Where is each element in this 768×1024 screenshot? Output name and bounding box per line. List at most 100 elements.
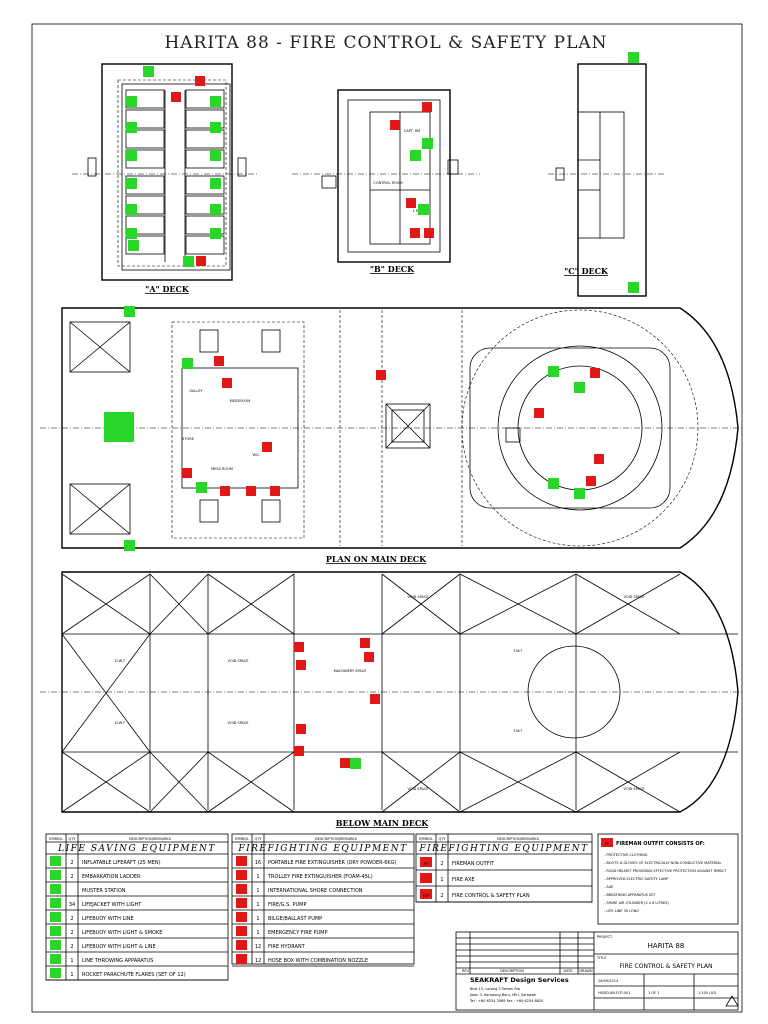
lse-title: LIFE SAVING EQUIPMENT <box>57 844 216 854</box>
note-item: - SPARE AIR CYLINDER (2 x 6 LITRES) <box>604 901 669 905</box>
ffe1-symbol-icon <box>236 898 247 908</box>
fire-extinguisher-icon <box>424 228 434 238</box>
ffe1-symbol-icon <box>236 912 247 922</box>
lse-symbol-icon <box>50 870 61 880</box>
tb-drawing-title: FIRE CONTROL & SAFETY PLAN <box>619 963 712 970</box>
ffe1-qty: 12 <box>255 944 261 950</box>
ffe1-desc: FIRE/G.S. PUMP <box>268 902 307 908</box>
c-deck-plan: "C" DECK <box>548 63 666 297</box>
b-deck-plan: CAPT. RM CONTROL ROOM 1 MAN "B" DECK <box>292 89 480 274</box>
lifejacket-icon <box>548 366 559 377</box>
lifejacket-icon <box>126 122 137 133</box>
col-desc-2: DESCRIPTION/REMARKS <box>315 837 358 841</box>
fire-extinguisher-icon <box>340 758 350 768</box>
lse-symbol-icon <box>50 926 61 936</box>
room-dwt-1: D.W.T <box>115 659 126 663</box>
legend-firefighting-1: SYMBOL QTY DESCRIPTION/REMARKS FIREFIGHT… <box>231 833 415 967</box>
ffe2-sym-text: FCP <box>423 894 430 898</box>
fire-extinguisher-icon <box>171 92 181 102</box>
ffe1-qty: 1 <box>256 916 259 922</box>
void-cross <box>459 751 577 813</box>
lifejacket-icon <box>182 358 193 369</box>
ffe1-desc: EMERGENCY FIRE PUMP <box>268 930 328 936</box>
lifejacket-icon <box>210 228 221 239</box>
void-cross <box>381 751 461 813</box>
ffe2-symbol-icon <box>420 889 432 899</box>
lifejacket-icon <box>210 122 221 133</box>
lifebuoy-icon <box>628 282 639 293</box>
void-cross <box>575 751 681 813</box>
ffe1-symbol-icon <box>236 940 247 950</box>
col-qty-2: QTY <box>254 837 262 841</box>
lse-qty: 1 <box>70 958 73 964</box>
void-cross <box>207 573 295 635</box>
ffe1-symbol-icon <box>236 870 247 880</box>
drawing-title: HARITA 88 - FIRE CONTROL & SAFETY PLAN <box>164 33 607 53</box>
lifejacket-icon <box>210 96 221 107</box>
lifejacket-icon <box>574 488 585 499</box>
cabin <box>125 109 165 129</box>
cabin <box>185 149 225 169</box>
lse-qty: 2 <box>70 944 73 950</box>
room-fwt: F.W.T <box>514 649 524 653</box>
note-item: - APPROVED ELECTRIC SAFETY LAMP <box>604 877 668 881</box>
ffe2-symbol-icon <box>420 873 432 883</box>
ffe1-symbol-icon <box>236 856 247 866</box>
void-cross <box>61 751 151 813</box>
fire-extinguisher-icon <box>534 408 544 418</box>
main-deck-plan: GALLEY MESSROOM MESS ROOM W/C STORE PLAN… <box>40 307 744 564</box>
note-item: - BOOTS & GLOVES OF ELECTRICALLY NON-CON… <box>604 861 722 865</box>
tb-sheet: 1 OF 1 <box>648 991 659 995</box>
lifejacket-icon <box>196 482 207 493</box>
lifejacket-icon <box>126 204 137 215</box>
note-item: - LIFE LINE 30 LONG <box>604 909 639 913</box>
tb-rev: REV <box>462 969 470 973</box>
tb-date-label: DATE <box>563 969 572 973</box>
main-deck-label: PLAN ON MAIN DECK <box>326 554 427 564</box>
ffe2-qty: 2 <box>440 893 443 899</box>
tb-address1: Blok 15, Lorong 3 Taman Ria <box>470 987 520 991</box>
lse-symbol-icon <box>50 898 61 908</box>
lse-symbol-icon <box>50 856 61 866</box>
tb-scale: 1:100 (A3) <box>698 991 717 995</box>
ffe1-qty: 12 <box>255 958 261 964</box>
fire-extinguisher-icon <box>196 256 206 266</box>
note-sym: FE <box>605 842 609 846</box>
fire-extinguisher-icon <box>214 356 224 366</box>
muster-station-icon <box>104 412 134 442</box>
note-item: - BREATHING APPARATUS SET <box>604 893 656 897</box>
col-symbol-2: SYMBOL <box>235 837 249 841</box>
lifejacket-icon <box>410 150 421 161</box>
c-deck-label: "C" DECK <box>564 266 609 276</box>
ffe1-symbol-icon <box>236 926 247 936</box>
cabin <box>185 89 225 109</box>
ffe1-qty: 16 <box>255 860 261 866</box>
tb-date: 28/09/2014 <box>598 979 619 983</box>
fire-extinguisher-icon <box>422 102 432 112</box>
ffe1-symbol-icon <box>236 954 247 964</box>
void-cross <box>381 573 461 635</box>
note-item: - PROTECTIVE CLOTHING <box>604 853 648 857</box>
lifejacket-icon <box>574 382 585 393</box>
fire-extinguisher-icon <box>294 746 304 756</box>
col-desc-3: DESCRIPTION/REMARKS <box>497 837 540 841</box>
room-dwt-2: D.W.T <box>115 721 126 725</box>
room-fwt-2: F.W.T <box>514 729 524 733</box>
tb-contact: Tel : +60 6254 2089 Fax : +60 6254 8820 <box>469 999 543 1003</box>
lifejacket-icon <box>126 96 137 107</box>
lse-desc: LIFEBUOY WITH LIGHT & LINE <box>82 944 156 950</box>
void-cross <box>149 751 209 813</box>
lifejacket-icon <box>418 204 429 215</box>
lifejacket-icon <box>548 478 559 489</box>
ffe1-title: FIREFIGHTING EQUIPMENT <box>237 844 407 854</box>
fire-extinguisher-icon <box>296 724 306 734</box>
tb-address2: Jalan 3, Kampung Baru, Miri, Sarawak <box>469 993 537 997</box>
room-store: STORE <box>182 437 194 441</box>
lse-qty: 2 <box>70 930 73 936</box>
lse-symbol-icon <box>50 940 61 950</box>
lifebuoy-icon <box>124 306 135 317</box>
fireman-outfit-icon <box>601 838 613 847</box>
fire-extinguisher-icon <box>270 486 280 496</box>
cabin <box>185 109 225 129</box>
